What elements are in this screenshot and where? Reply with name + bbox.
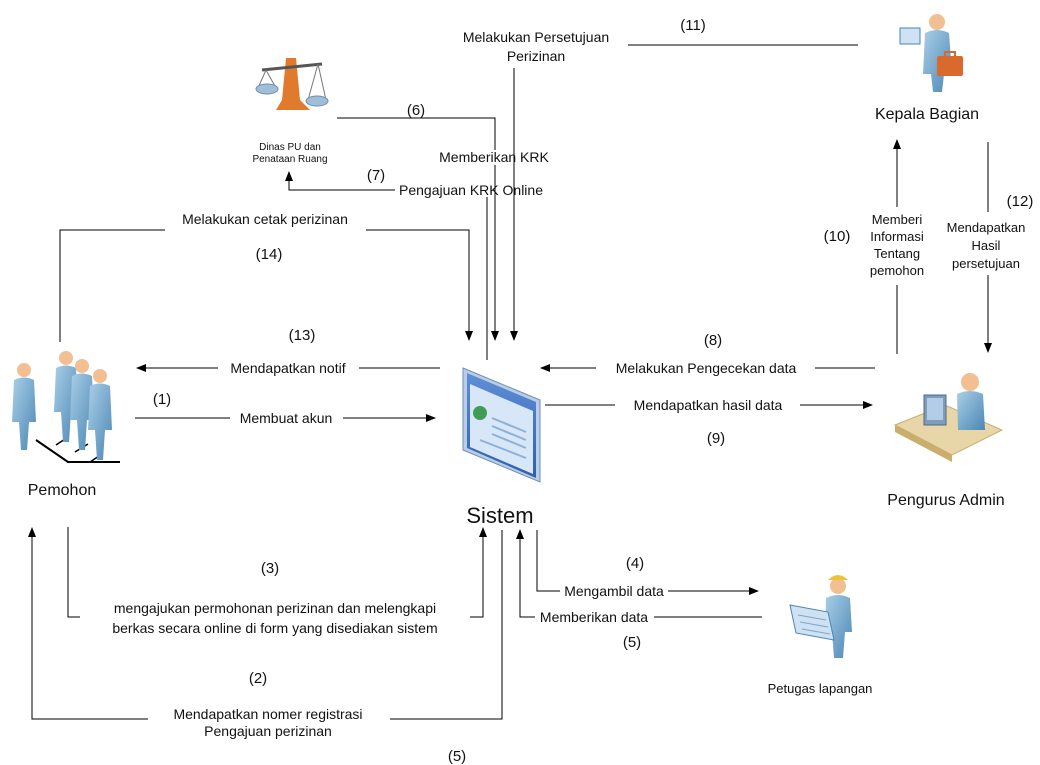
flow-12-number: (12) xyxy=(1007,193,1034,210)
flow-6-number: (6) xyxy=(407,102,425,119)
arrow-6-segment xyxy=(337,117,496,150)
flow-4-label: Mengambil data xyxy=(564,583,664,599)
pengurus-admin-icon xyxy=(893,373,1004,462)
flow-14-number: (14) xyxy=(256,246,283,263)
dinas-label-line1: Dinas PU dan xyxy=(259,142,321,153)
flow-7-number: (7) xyxy=(367,167,385,184)
petugas-lapangan-icon xyxy=(789,575,852,658)
flow-9-label: Mendapatkan hasil data xyxy=(634,397,783,413)
pengurus-admin-label: Pengurus Admin xyxy=(887,492,1004,509)
flow-3-label-line1: mengajukan permohonan perizinan dan mele… xyxy=(114,600,436,616)
arrow-14 xyxy=(366,229,473,341)
flow-8-label: Melakukan Pengecekan data xyxy=(616,360,797,376)
sistem-window-icon xyxy=(462,367,541,483)
flow-14-label: Melakukan cetak perizinan xyxy=(182,211,348,227)
flow-12-label-line1: Mendapatkan xyxy=(947,220,1026,235)
arrow-3 xyxy=(470,527,487,618)
kepala-bagian-icon xyxy=(899,14,963,92)
flow-5b-number: (5) xyxy=(448,748,466,765)
petugas-lapangan-label: Petugas lapangan xyxy=(768,681,873,696)
arrow-3-segment xyxy=(67,527,80,618)
flow-6-label: Memberikan KRK xyxy=(439,149,549,165)
flow-10-label-line3: Tentang xyxy=(874,246,920,261)
pemohon-icon xyxy=(12,351,120,463)
flow-11-number: (11) xyxy=(680,17,706,34)
flow-3-label-line2: berkas secara online di form yang disedi… xyxy=(112,620,437,636)
arrow-5 xyxy=(516,529,535,618)
flow-4-number: (4) xyxy=(626,555,644,572)
flow-9-number: (9) xyxy=(707,430,725,447)
flow-13-number: (13) xyxy=(289,327,316,344)
arrow-14-segment xyxy=(59,229,165,342)
flow-2-number: (2) xyxy=(249,670,267,687)
dinas-scales-icon xyxy=(255,58,329,110)
flow-11-label-line2: Perizinan xyxy=(507,48,565,64)
flow-1-label: Membuat akun xyxy=(240,410,333,426)
dinas-label-line2: Penataan Ruang xyxy=(252,154,327,165)
flow-10-label-line2: Informasi xyxy=(870,229,924,244)
flow-5a-label: Memberikan data xyxy=(540,609,648,625)
flow-11-label-line1: Melakukan Persetujuan xyxy=(463,29,609,45)
flow-2-label-line2: Pengajuan perizinan xyxy=(204,723,332,739)
arrow-2 xyxy=(28,527,148,720)
flow-12-label-line3: persetujuan xyxy=(952,256,1020,271)
flow-13-label: Mendapatkan notif xyxy=(230,360,345,376)
pemohon-label: Pemohon xyxy=(28,482,97,499)
flow-5a-number: (5) xyxy=(623,634,641,651)
kepala-bagian-label: Kepala Bagian xyxy=(875,106,979,123)
flow-10-label-line4: pemohon xyxy=(870,263,924,278)
flow-10-label-line1: Memberi xyxy=(872,212,923,227)
arrow-7 xyxy=(285,171,395,191)
flow-1-number: (1) xyxy=(153,391,171,408)
flow-8-number: (8) xyxy=(704,332,722,349)
arrow-2-segment xyxy=(390,530,503,720)
flow-2-label-line1: Mendapatkan nomer registrasi xyxy=(173,706,362,722)
arrow-4-segment xyxy=(536,530,560,592)
flow-10-number: (10) xyxy=(824,228,851,245)
connectors xyxy=(28,44,992,720)
flow-3-number: (3) xyxy=(261,560,279,577)
flow-12-label-line2: Hasil xyxy=(972,238,1001,253)
sistem-label: Sistem xyxy=(466,503,533,528)
flow-7-label: Pengajuan KRK Online xyxy=(399,182,543,198)
